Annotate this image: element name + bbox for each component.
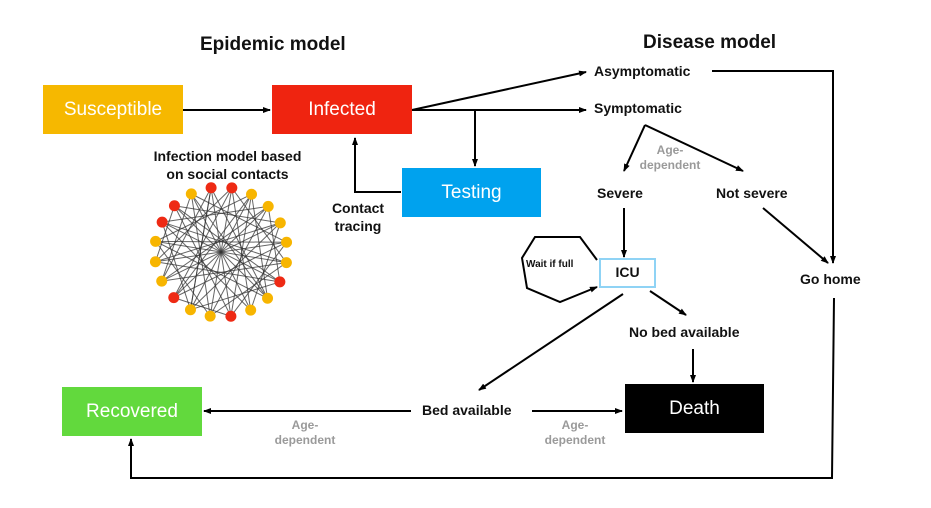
arrow-contact-tracing [352,137,401,193]
network-node-red [226,182,238,194]
state-recovered-label: Recovered [86,400,178,422]
severe-label: Severe [597,185,643,201]
network-edge [154,205,175,262]
network-edge [231,187,287,263]
network-edge [161,221,287,264]
loop-wait-if-full [520,236,598,304]
network-edge [190,193,268,299]
age-dependent-line2: dependent [274,433,336,447]
state-susceptible: Susceptible [43,85,183,134]
network-edge [161,221,191,310]
arrow-icu-nobed [649,290,687,316]
state-death-label: Death [669,397,720,419]
network-node-yellow [245,304,257,316]
network-edge [209,262,287,317]
age-dependent-death: Age- dependent [535,418,615,448]
network-node-red [168,200,180,212]
arrow-asymptomatic-gohome [712,70,836,264]
icu-label: ICU [615,264,640,280]
arrow-gohome-recovered [128,297,835,479]
asymptomatic-label: Asymptomatic [594,63,691,79]
state-infected-label: Infected [308,98,376,120]
symptomatic-label: Symptomatic [594,100,682,116]
network-node-yellow [281,236,293,248]
network-edge [173,297,232,317]
icu-box-border [599,258,656,288]
network-edge [174,205,281,283]
arrow-notsevere-gohome [762,207,829,264]
network-node-red [168,292,180,304]
age-dependent-line1: Age- [656,143,684,157]
network-node-yellow [149,256,161,268]
network-node-yellow [204,310,216,322]
network-edge [173,193,252,298]
network-node-yellow [262,200,274,212]
network-node-yellow [246,188,258,200]
contact-tracing-label: Contact tracing [322,199,394,235]
network-node-yellow [274,217,286,229]
network-edge [190,281,281,311]
network-node-red [156,216,168,228]
state-recovered: Recovered [62,387,202,436]
state-susceptible-label: Susceptible [63,98,163,120]
network-edge [250,222,281,311]
network-edge [190,193,252,311]
state-infected: Infected [272,85,412,134]
disease-model-title: Disease model [643,32,777,53]
age-dependent-line1: Age- [561,418,589,432]
network-node-red [274,276,286,288]
no-bed-available-label: No bed available [629,324,740,340]
network-node-yellow [262,292,274,304]
age-dependent-line2: dependent [639,158,701,172]
state-testing-label: Testing [441,181,502,203]
network-edge [230,241,287,317]
arrow-symptomatic-notsevere [644,124,744,172]
infection-model-line1: Infection model based [153,148,302,164]
state-death: Death [625,384,764,433]
contact-tracing-line1: Contact [331,200,385,216]
network-node-yellow [185,188,197,200]
arrow-symptomatic-severe [623,124,646,172]
state-testing: Testing [402,168,541,217]
network-node-yellow [184,304,196,316]
age-dependent-severity: Age- dependent [630,143,710,173]
network-node-red [225,310,237,322]
not-severe-label: Not severe [716,185,788,201]
infection-model-line2: on social contacts [166,166,289,182]
network-node-yellow [150,235,162,247]
network-edge [155,241,211,317]
network-edge [161,193,192,282]
infection-model-caption: Infection model based on social contacts [140,147,315,183]
age-dependent-line1: Age- [291,418,319,432]
bed-available-label: Bed available [422,402,512,418]
arrow-infected-asymptomatic [411,70,587,111]
network-node-yellow [156,275,168,287]
age-dependent-line2: dependent [544,433,606,447]
network-node-yellow [280,257,292,269]
arrow-icu-bedavailable [478,293,624,391]
contact-tracing-line2: tracing [334,218,382,234]
go-home-label: Go home [800,271,861,287]
wait-if-full-label: Wait if full [526,259,574,270]
epidemic-model-title: Epidemic model [200,34,346,55]
social-contact-network [149,182,293,322]
network-node-red [205,182,217,194]
age-dependent-recovery: Age- dependent [265,418,345,448]
